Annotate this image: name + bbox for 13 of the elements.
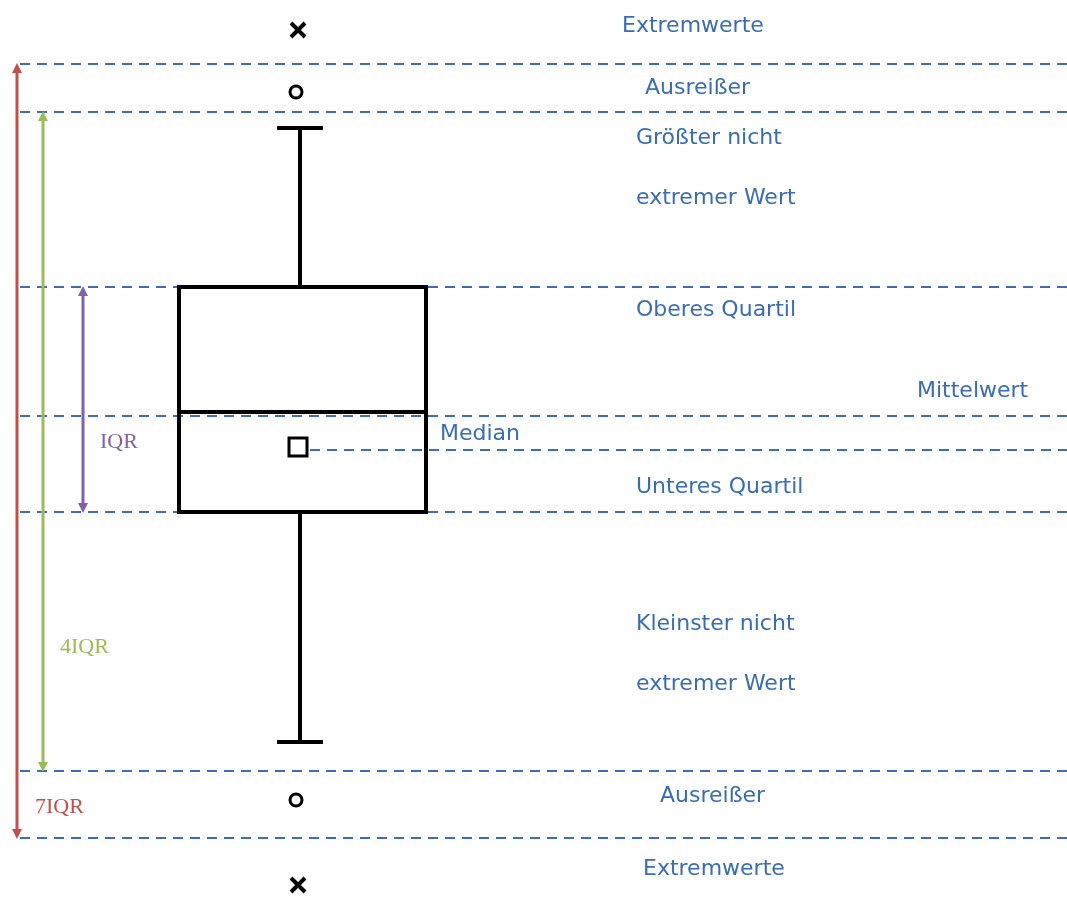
annotation-label: Mittelwert — [917, 377, 1029, 402]
dimension-label: 4IQR — [60, 633, 109, 659]
annotation-label: Extremwerte — [622, 12, 764, 37]
annotation-label: Ausreißer — [660, 782, 766, 807]
annotation-label: Oberes Quartil — [636, 296, 796, 321]
annotation-label: Unteres Quartil — [636, 473, 804, 498]
annotation-label: Ausreißer — [645, 74, 751, 99]
dimension-label: IQR — [100, 428, 138, 454]
dimension-label: 7IQR — [35, 793, 84, 819]
annotation-label: Extremwerte — [643, 855, 785, 880]
annotation-label: Größter nicht extremer Wert — [636, 123, 797, 211]
annotation-label: Kleinster nicht extremer Wert — [636, 609, 797, 697]
annotation-label: Median — [440, 420, 521, 445]
